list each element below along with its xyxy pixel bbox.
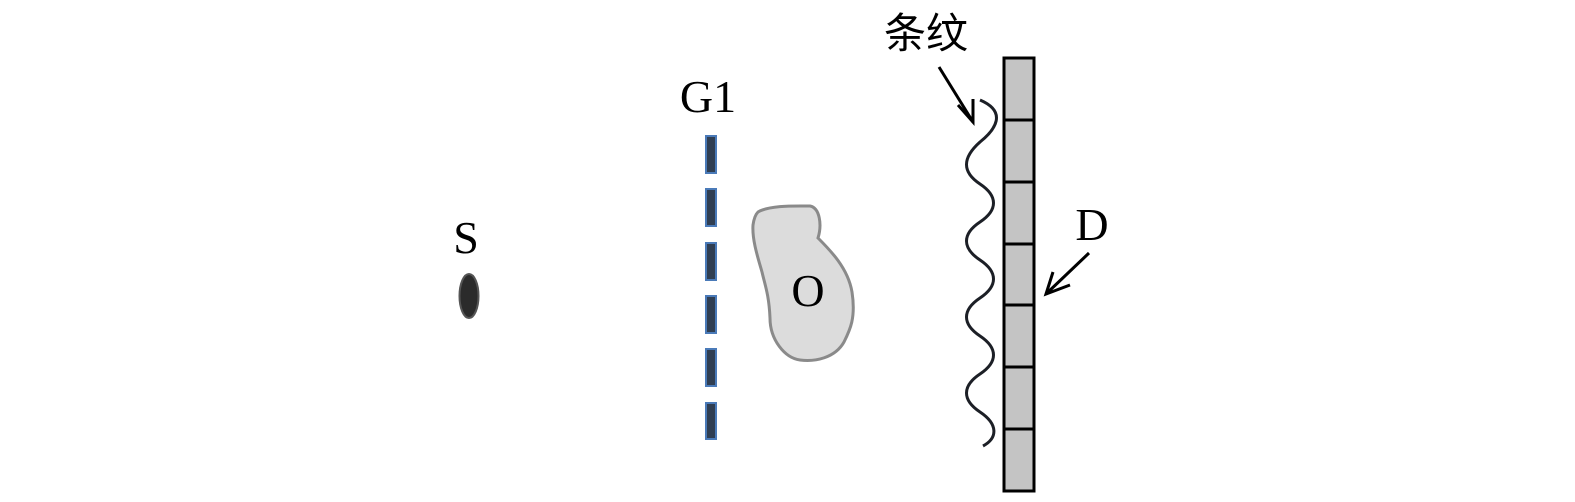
fringes-label: 条纹 [884, 9, 968, 58]
grating-slit [705, 402, 717, 440]
grating-label: G1 [680, 71, 736, 122]
fringes: 条纹 [884, 9, 998, 448]
fringes-arrow [937, 66, 975, 123]
detector: D [1002, 56, 1109, 493]
grating-g1: G1 [680, 71, 736, 440]
detector-label: D [1075, 199, 1108, 250]
detector-cell [1002, 365, 1036, 431]
grating-slit [705, 188, 717, 227]
grating-slit [705, 295, 717, 334]
grating-slit [705, 348, 717, 387]
fringe-wave [965, 98, 998, 448]
fringes-arrowhead [956, 99, 975, 126]
grating-slit [705, 242, 717, 281]
object-label: O [791, 265, 824, 316]
detector-cell [1002, 303, 1036, 369]
source-label: S [453, 212, 479, 263]
source: S [453, 212, 480, 319]
detector-cell [1002, 242, 1036, 307]
detector-cell [1002, 180, 1036, 246]
detector-cell [1002, 118, 1036, 184]
detector-cell [1002, 427, 1036, 493]
detector-cell [1002, 56, 1036, 122]
detector-arrow [1044, 251, 1091, 296]
source-ellipse [458, 273, 480, 319]
object-blob [751, 204, 855, 362]
grating-slit [705, 135, 717, 174]
detector-arrowhead [1043, 271, 1071, 297]
object: O [751, 204, 855, 362]
